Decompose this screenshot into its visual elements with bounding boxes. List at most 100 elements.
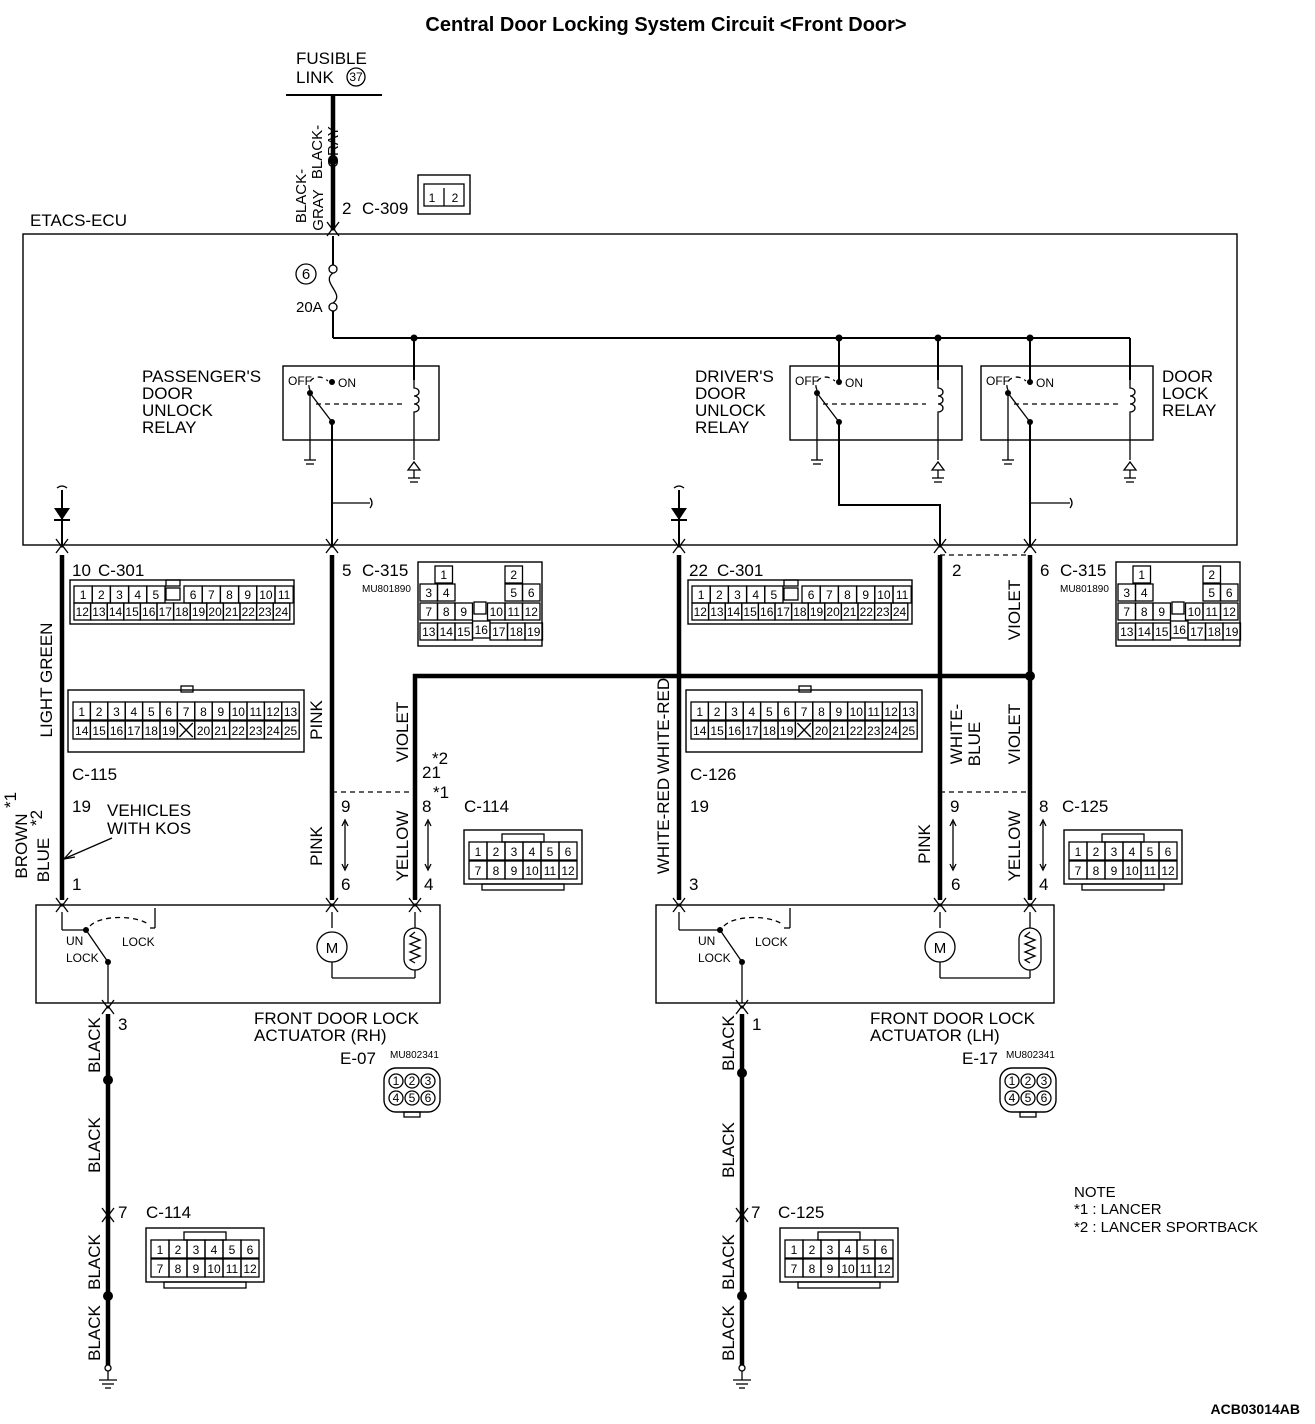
c301-housing <box>687 579 913 625</box>
e6-pin-label: 5 <box>409 1091 416 1105</box>
c315-cell-label: 3 <box>1123 586 1130 600</box>
c315-cell-label: 7 <box>425 605 432 619</box>
svg-text:37: 37 <box>349 70 363 84</box>
fuse-6: 6 20A <box>295 236 338 338</box>
e6-tab <box>1019 1111 1037 1118</box>
c115-cell-label: 16 <box>110 724 124 738</box>
c115-name: C-115 <box>72 765 117 784</box>
c315-cell-label: 6 <box>528 586 535 600</box>
c125-bottom-pin: 7 <box>751 1203 760 1222</box>
c115-cell-label: 2 <box>714 705 721 719</box>
c315-cell-label: 13 <box>422 625 436 639</box>
c115-cell-label: 12 <box>266 705 280 719</box>
c12-cell-label: 1 <box>791 1243 798 1257</box>
c12-cell-label: 4 <box>529 845 536 859</box>
c315-cell-label: 16 <box>1173 623 1187 637</box>
c115-cell-label: 7 <box>183 705 190 719</box>
c315-cell-label: 17 <box>492 625 506 639</box>
c12-cell-label: 4 <box>1129 845 1136 859</box>
svg-text:DOOR: DOOR <box>695 384 746 403</box>
c315-cell <box>1222 622 1242 641</box>
e6-pin <box>1004 1073 1020 1089</box>
c115-cell-label: 20 <box>197 724 211 738</box>
c315-lh-part: MU801890 <box>1060 584 1109 595</box>
c315-cell-label: 11 <box>508 605 521 619</box>
c115-cell-label: 22 <box>850 724 864 738</box>
kos-note-1: VEHICLES <box>107 801 191 820</box>
c315-cell-label: 9 <box>1158 605 1165 619</box>
e17-part: MU802341 <box>1006 1050 1055 1061</box>
c115-cell <box>281 701 300 721</box>
c12-cell <box>874 1239 894 1259</box>
c315-cell <box>1134 583 1154 602</box>
c301-latch <box>165 579 181 587</box>
ground-lh <box>733 1364 751 1389</box>
e6-pin <box>404 1073 420 1089</box>
c301-cell-label: 22 <box>242 605 256 619</box>
c315-cell-label: 1 <box>440 568 447 582</box>
rh-pin-4: 4 <box>424 875 433 894</box>
c301-cell-label: 16 <box>760 605 774 619</box>
c315-cell <box>1202 565 1222 584</box>
c115-cell-label: 8 <box>200 705 207 719</box>
c315-lh-name: C-315 <box>1060 561 1106 580</box>
c315-lh-pin-b: 2 <box>952 561 961 580</box>
c315-cell-label: 12 <box>525 605 539 619</box>
c12-cell <box>240 1239 260 1259</box>
c12-base <box>163 1281 247 1289</box>
diode-lh <box>671 485 687 545</box>
c115-cell-label: 18 <box>145 724 159 738</box>
c115-latch <box>180 685 194 693</box>
e6-pin-label: 5 <box>1025 1091 1032 1105</box>
e6-pin-label: 6 <box>1041 1091 1048 1105</box>
c301-housing <box>69 579 295 625</box>
c301-cell <box>890 602 909 621</box>
actuator-lh-label-2: ACTUATOR (LH) <box>870 1026 1000 1045</box>
e07-name: E-07 <box>340 1049 376 1068</box>
kos-note-2: WITH KOS <box>107 819 191 838</box>
c115-cell-label: 11 <box>249 705 262 719</box>
c115-cell-label: 14 <box>693 724 707 738</box>
c315-cell-label: 8 <box>443 605 450 619</box>
wire-label-black-3: BLACK <box>85 1233 104 1289</box>
c115-cell-label: 4 <box>749 705 756 719</box>
c315-key <box>1171 601 1185 615</box>
e6-pin-label: 4 <box>1009 1091 1016 1105</box>
wire-label-brown: BROWN <box>12 813 31 878</box>
e6-pin <box>388 1090 404 1106</box>
c115-cell-label: 24 <box>884 724 898 738</box>
driver-door-unlock-relay: DRIVER'S DOOR UNLOCK RELAY OFF ON <box>695 365 963 483</box>
c315-cell-label: 19 <box>527 625 541 639</box>
c301-cell <box>272 602 291 621</box>
c12-base <box>797 1281 881 1289</box>
c12-cell-label: 6 <box>247 1243 254 1257</box>
svg-text:UN: UN <box>66 934 83 948</box>
c315-cell-label: 11 <box>1206 605 1219 619</box>
wire-label-white-red-lower: WHITE-RED <box>654 778 673 874</box>
wire-label-white-blue-2: BLUE <box>965 722 984 766</box>
c315-cell <box>504 565 524 584</box>
c301-cell-label: 18 <box>175 605 189 619</box>
c315-cell-label: 13 <box>1120 625 1134 639</box>
c115-cell-label: 18 <box>763 724 777 738</box>
c12-cell <box>1158 841 1178 861</box>
c301-cell-label: 6 <box>808 588 815 602</box>
front-door-lock-actuator-lh: UN LOCK LOCK M <box>655 904 1055 1004</box>
c315-cell <box>434 565 454 584</box>
c12-cell-label: 10 <box>1125 864 1139 878</box>
c12-cell-label: 11 <box>226 1262 239 1276</box>
wire-label-blue: BLUE <box>34 838 53 882</box>
wire-label-violet-lh-upper: VIOLET <box>1005 580 1024 640</box>
fusible-link: FUSIBLE LINK 37 <box>286 49 382 96</box>
c315-key <box>473 601 487 615</box>
wire-label-pink-lh: PINK <box>915 824 934 864</box>
c301-key <box>783 587 799 601</box>
c301-cell-label: 14 <box>109 605 123 619</box>
c301-cell-label: 13 <box>710 605 724 619</box>
door-lock-relay: DOOR LOCK RELAY OFF ON <box>980 365 1217 483</box>
